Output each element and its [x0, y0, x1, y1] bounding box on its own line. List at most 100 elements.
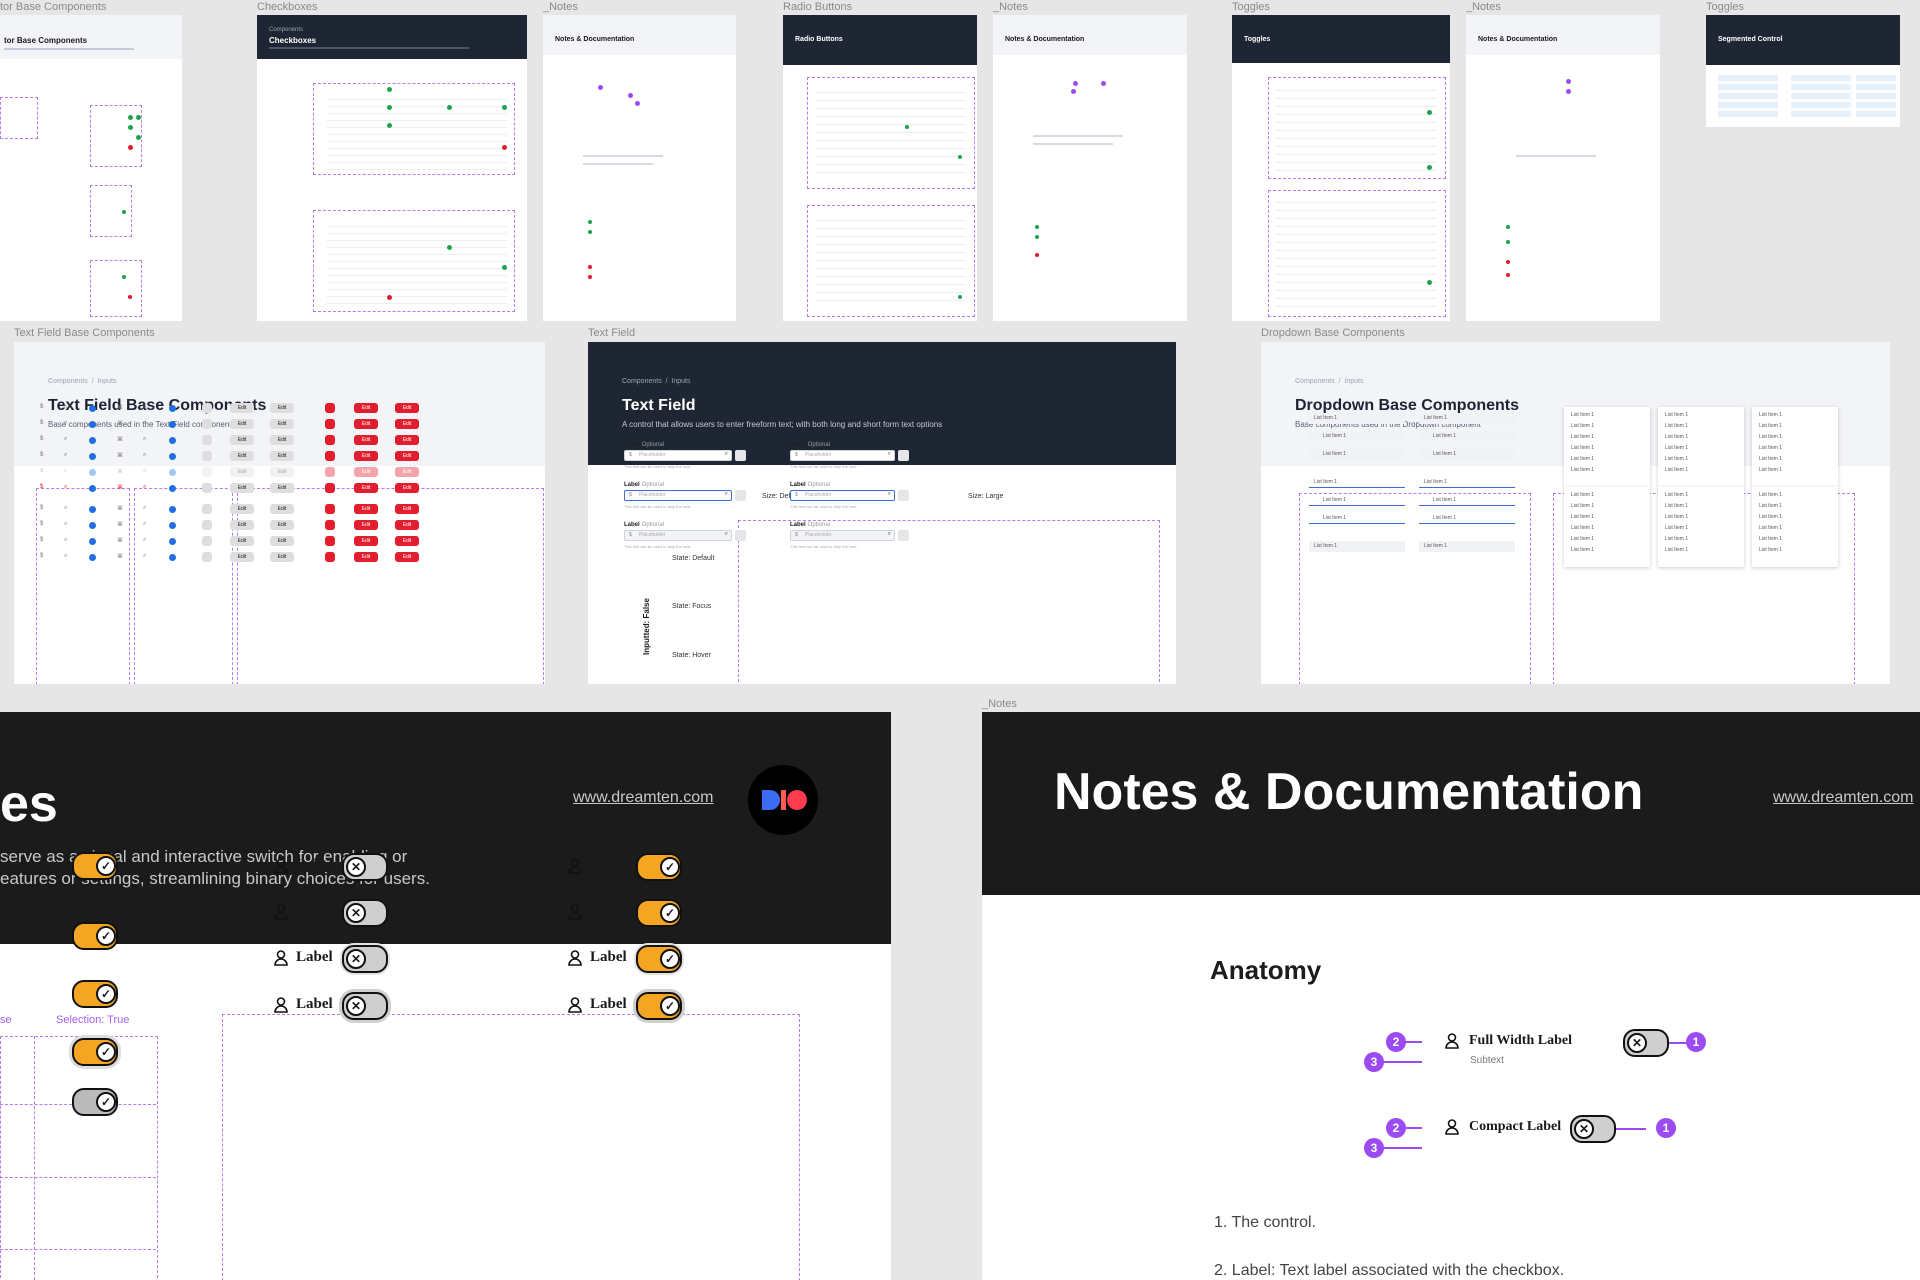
list-item[interactable]: List Item 1 — [1665, 412, 1689, 418]
frame-label-checkboxes[interactable]: Checkboxes — [257, 1, 318, 13]
list-item[interactable]: List Item 1 — [1571, 412, 1595, 418]
toggle-off[interactable]: ✕ — [342, 992, 388, 1020]
frame-label-notes-4[interactable]: _Notes — [982, 698, 1017, 710]
edit-button[interactable]: Edit — [230, 536, 254, 546]
frame-label-text-field-base[interactable]: Text Field Base Components — [14, 327, 155, 339]
list-item[interactable]: List Item 1 — [1419, 413, 1515, 424]
edit-icon-button-red[interactable] — [325, 520, 335, 530]
toggle-on[interactable]: ✓ — [72, 1088, 118, 1116]
edit-icon-button-red[interactable] — [325, 419, 335, 429]
list-item[interactable]: List Item 1 — [1571, 492, 1595, 498]
search-icon[interactable]: ⌕ — [724, 531, 728, 537]
edit-button[interactable]: Edit — [270, 419, 294, 429]
edit-button[interactable]: Edit — [230, 403, 254, 413]
edit-icon-button[interactable] — [735, 530, 746, 541]
edit-button-red[interactable]: Edit — [395, 520, 419, 530]
toggle-on[interactable]: ✓ — [636, 853, 682, 881]
edit-button[interactable]: Edit — [270, 451, 294, 461]
toggle-off[interactable]: ✕ — [342, 853, 388, 881]
edit-icon-button-red[interactable] — [325, 451, 335, 461]
list-item[interactable]: List Item 1 — [1309, 431, 1405, 442]
text-input[interactable]: Placeholder$⌕ — [790, 490, 895, 501]
edit-icon-button-red[interactable] — [325, 504, 335, 514]
edit-icon-button[interactable] — [898, 450, 909, 461]
list-item[interactable]: List Item 1 — [1571, 423, 1595, 429]
frame-label-toggles-2[interactable]: Toggles — [1706, 1, 1744, 13]
list-item[interactable]: List Item 1 — [1759, 492, 1783, 498]
search-icon[interactable]: ⌕ — [887, 531, 891, 537]
list-item[interactable]: List Item 1 — [1571, 467, 1595, 473]
edit-icon-button[interactable] — [202, 467, 212, 477]
edit-button-red[interactable]: Edit — [395, 552, 419, 562]
list-item[interactable]: List Item 1 — [1665, 514, 1689, 520]
edit-button-red[interactable]: Edit — [354, 520, 378, 530]
website-link[interactable]: www.dreamten.com — [1773, 789, 1914, 806]
list-item[interactable]: List Item 1 — [1759, 456, 1783, 462]
edit-button[interactable]: Edit — [270, 552, 294, 562]
edit-button[interactable]: Edit — [230, 467, 254, 477]
edit-icon-button[interactable] — [202, 419, 212, 429]
edit-button[interactable]: Edit — [270, 467, 294, 477]
toggle-off[interactable]: ✕ — [342, 945, 388, 973]
edit-button-red[interactable]: Edit — [354, 504, 378, 514]
list-item[interactable]: List Item 1 — [1665, 456, 1689, 462]
edit-button-red[interactable]: Edit — [395, 435, 419, 445]
list-item[interactable]: List Item 1 — [1665, 423, 1689, 429]
edit-button[interactable]: Edit — [270, 403, 294, 413]
edit-icon-button[interactable] — [735, 490, 746, 501]
toggle-on[interactable]: ✓ — [636, 899, 682, 927]
search-icon[interactable]: ⌕ — [724, 451, 728, 457]
list-item[interactable]: List Item 1 — [1571, 514, 1595, 520]
edit-button[interactable]: Edit — [230, 504, 254, 514]
edit-icon-button[interactable] — [202, 435, 212, 445]
list-item[interactable]: List Item 1 — [1309, 413, 1405, 424]
list-item[interactable]: List Item 1 — [1665, 547, 1689, 553]
edit-button-red[interactable]: Edit — [354, 483, 378, 493]
edit-button-red[interactable]: Edit — [395, 467, 419, 477]
edit-button[interactable]: Edit — [270, 536, 294, 546]
toggle-off-compact[interactable]: ✕ — [1570, 1115, 1616, 1143]
list-item[interactable]: List Item 1 — [1665, 503, 1689, 509]
edit-button-red[interactable]: Edit — [395, 483, 419, 493]
toggle-off[interactable]: ✕ — [342, 899, 388, 927]
edit-button-red[interactable]: Edit — [395, 451, 419, 461]
list-item[interactable]: List Item 1 — [1419, 477, 1515, 488]
list-item[interactable]: List Item 1 — [1665, 445, 1689, 451]
toggle-on[interactable]: ✓ — [72, 1038, 118, 1066]
edit-button[interactable]: Edit — [270, 435, 294, 445]
toggle-on[interactable]: ✓ — [636, 992, 682, 1020]
edit-button-red[interactable]: Edit — [354, 552, 378, 562]
frame-label-toggles[interactable]: Toggles — [1232, 1, 1270, 13]
list-item[interactable]: List Item 1 — [1309, 541, 1405, 552]
list-item[interactable]: List Item 1 — [1665, 434, 1689, 440]
toggle-on[interactable]: ✓ — [72, 922, 118, 950]
frame-label-base[interactable]: tor Base Components — [0, 1, 107, 13]
list-item[interactable]: List Item 1 — [1309, 513, 1405, 524]
edit-button[interactable]: Edit — [230, 552, 254, 562]
edit-icon-button-red[interactable] — [325, 467, 335, 477]
list-item[interactable]: List Item 1 — [1309, 495, 1405, 506]
frame-label-text-field[interactable]: Text Field — [588, 327, 636, 339]
list-item[interactable]: List Item 1 — [1571, 547, 1595, 553]
edit-button-red[interactable]: Edit — [395, 504, 419, 514]
edit-button-red[interactable]: Edit — [354, 467, 378, 477]
list-item[interactable]: List Item 1 — [1759, 445, 1783, 451]
edit-button-red[interactable]: Edit — [354, 435, 378, 445]
search-icon[interactable]: ⌕ — [887, 491, 891, 497]
edit-button[interactable]: Edit — [230, 419, 254, 429]
edit-icon-button[interactable] — [202, 536, 212, 546]
edit-icon-button-red[interactable] — [325, 483, 335, 493]
list-item[interactable]: List Item 1 — [1571, 434, 1595, 440]
list-item[interactable]: List Item 1 — [1665, 525, 1689, 531]
search-icon[interactable]: ⌕ — [724, 491, 728, 497]
toggle-on[interactable]: ✓ — [636, 945, 682, 973]
edit-button-red[interactable]: Edit — [354, 403, 378, 413]
list-item[interactable]: List Item 1 — [1759, 467, 1783, 473]
list-item[interactable]: List Item 1 — [1309, 477, 1405, 488]
edit-button[interactable]: Edit — [270, 520, 294, 530]
edit-button-red[interactable]: Edit — [395, 536, 419, 546]
toggle-on[interactable]: ✓ — [72, 980, 118, 1008]
list-item[interactable]: List Item 1 — [1419, 513, 1515, 524]
edit-icon-button[interactable] — [735, 450, 746, 461]
edit-button[interactable]: Edit — [230, 435, 254, 445]
